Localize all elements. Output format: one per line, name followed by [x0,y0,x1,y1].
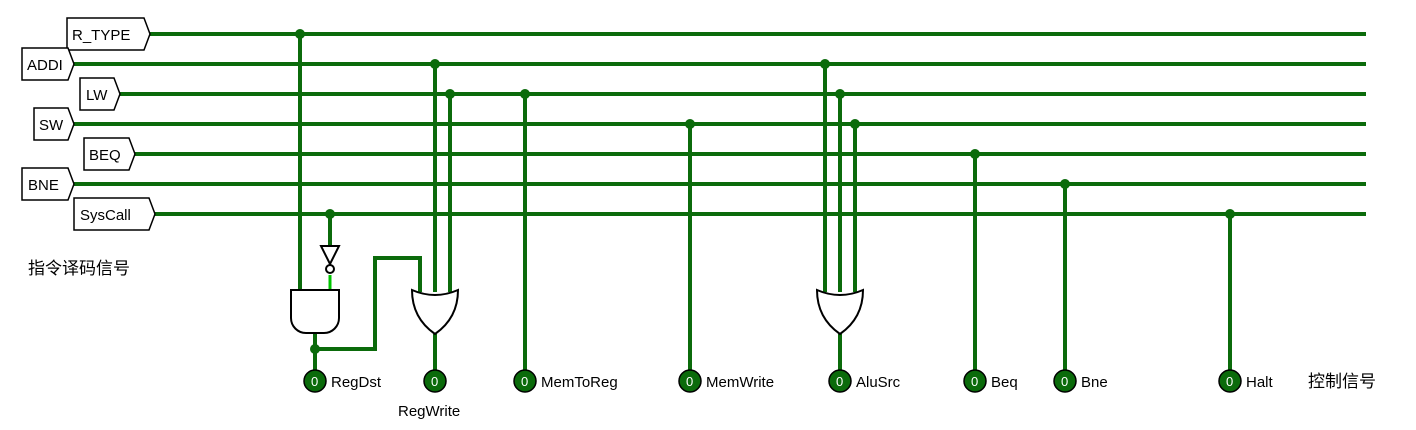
input-label-r-type: R_TYPE [72,27,130,44]
beq-value: 0 [971,374,978,389]
junction-dot [310,344,320,354]
or-gate-regwrite[interactable] [410,288,460,336]
bne-label: Bne [1081,374,1108,391]
junction-dot [445,89,455,99]
junction-dot [520,89,530,99]
memwrite-label: MemWrite [706,374,774,391]
junction-dot [835,89,845,99]
input-tag-lw[interactable]: LW [79,77,121,111]
output-halt[interactable]: 0 Halt [1218,369,1274,393]
input-label-syscall: SysCall [80,207,131,224]
bne-value: 0 [1061,374,1068,389]
input-label-addi: ADDI [27,57,63,74]
junction-dot [970,149,980,159]
not-gate[interactable] [319,245,341,274]
memtoreg-value: 0 [521,374,528,389]
left-caption: 指令译码信号 [28,259,130,279]
junction-dot [325,209,335,219]
alusrc-label: AluSrc [856,374,901,391]
alusrc-value: 0 [836,374,843,389]
junction-dot [1060,179,1070,189]
input-label-beq: BEQ [89,147,121,164]
junction-dot [1225,209,1235,219]
junction-dot [295,29,305,39]
input-tags: R_TYPE ADDI LW SW BEQ BNE SysCall [21,17,156,231]
input-tag-r-type[interactable]: R_TYPE [66,17,151,51]
output-bne[interactable]: 0 Bne [1053,369,1108,393]
junction-dot [685,119,695,129]
input-tag-syscall[interactable]: SysCall [73,197,156,231]
regwrite-label: RegWrite [398,403,460,420]
right-caption: 控制信号 [1308,372,1376,392]
or-gate-alusrc[interactable] [815,288,865,336]
input-bus-wires [74,32,1366,216]
output-regdst[interactable]: 0 RegDst [303,369,382,393]
beq-label: Beq [991,374,1018,391]
regdst-value: 0 [311,374,318,389]
regdst-label: RegDst [331,374,382,391]
output-regwrite[interactable]: 0 RegWrite [398,369,460,420]
halt-label: Halt [1246,374,1274,391]
memtoreg-label: MemToReg [541,374,618,391]
input-label-lw: LW [86,87,108,104]
wire-and-to-or [315,256,422,351]
junction-dot [430,59,440,69]
junctions [295,29,1235,354]
output-memtoreg[interactable]: 0 MemToReg [513,369,618,393]
output-memwrite[interactable]: 0 MemWrite [678,369,774,393]
input-label-sw: SW [39,117,64,134]
input-tag-beq[interactable]: BEQ [83,137,136,171]
input-tag-sw[interactable]: SW [33,107,75,141]
memwrite-value: 0 [686,374,693,389]
vertical-wires [298,34,1232,370]
regwrite-value: 0 [431,374,438,389]
output-alusrc[interactable]: 0 AluSrc [828,369,901,393]
junction-dot [820,59,830,69]
junction-dot [850,119,860,129]
input-tag-bne[interactable]: BNE [21,167,75,201]
and-gate-regdst[interactable] [290,289,340,334]
output-beq[interactable]: 0 Beq [963,369,1018,393]
input-tag-addi[interactable]: ADDI [21,47,75,81]
input-label-bne: BNE [28,177,59,194]
halt-value: 0 [1226,374,1233,389]
